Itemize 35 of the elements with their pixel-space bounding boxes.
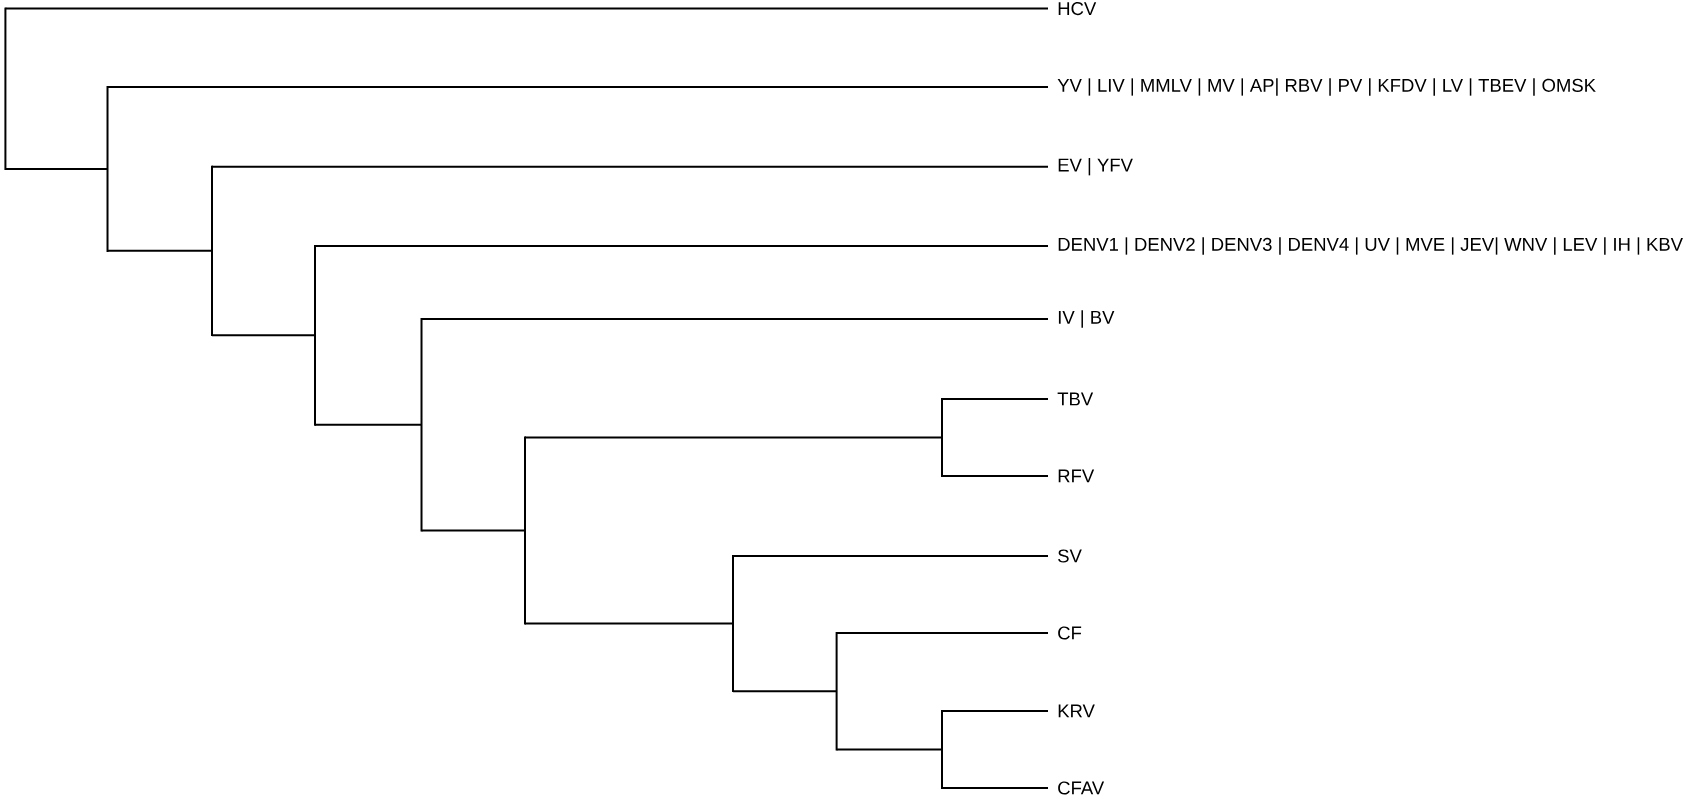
tree-branch	[106, 249, 213, 252]
tree-branch	[314, 245, 1049, 247]
tree-branch	[941, 710, 1049, 712]
leaf-label: RFV	[1058, 469, 1095, 483]
clade-bar	[4, 7, 7, 170]
tree-branch	[524, 622, 734, 625]
leaf-label: DENV1 | DENV2 | DENV3 | DENV4 | UV | MVE | JEV| WNV | LEV | IH | KBV	[1058, 237, 1683, 255]
tree-branch	[941, 787, 1049, 789]
leaf-label: YV | LIV | MMLV | MV | AP| RBV | PV | KFDV | LV | TBEV | OMSK	[1057, 78, 1596, 96]
leaf-label: KRV	[1058, 704, 1095, 718]
tree-branch	[4, 168, 109, 170]
leaf-label: TBV	[1057, 392, 1094, 406]
tree-branch	[732, 555, 1049, 557]
tree-branch	[835, 632, 1049, 634]
leaf-label: EV | YFV	[1058, 158, 1133, 176]
tree-branch	[420, 529, 526, 532]
leaf-label: HCV	[1058, 2, 1097, 16]
tree-branch	[941, 398, 1049, 400]
tree-branch	[732, 690, 838, 693]
tree-branch	[211, 165, 1049, 168]
tree-branch	[835, 748, 943, 751]
tree-branch	[524, 436, 943, 439]
leaf-label: SV	[1058, 549, 1082, 563]
tree-branch	[314, 423, 423, 426]
tree-branch	[420, 318, 1049, 320]
leaf-label: CF	[1058, 626, 1082, 640]
tree-branch	[106, 86, 1049, 88]
clade-bar	[420, 318, 423, 532]
tree-branch	[4, 7, 1049, 10]
clade-bar	[106, 86, 109, 252]
tree-branch	[211, 334, 316, 337]
tree-branch	[941, 475, 1049, 477]
leaf-label: IV | BV	[1058, 310, 1115, 328]
clade-bar	[835, 632, 838, 751]
leaf-label: CFAV	[1058, 781, 1105, 795]
